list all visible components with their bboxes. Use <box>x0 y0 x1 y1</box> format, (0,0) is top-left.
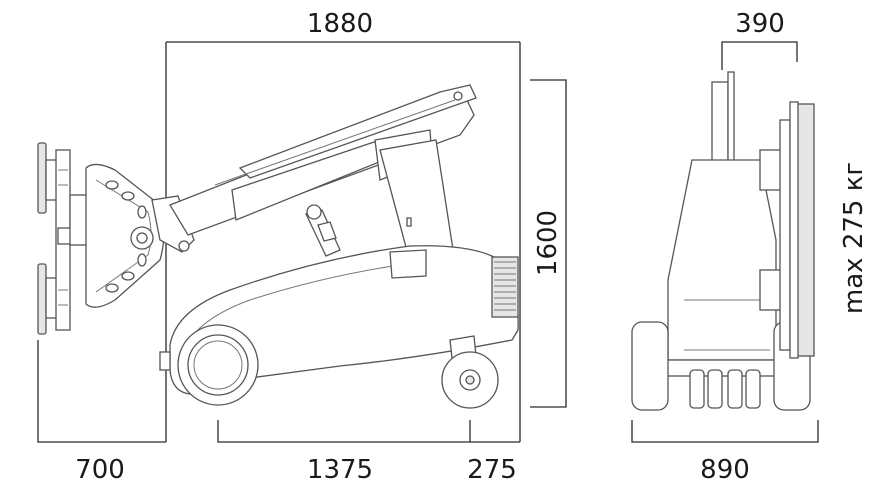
boom <box>169 84 477 236</box>
dim-track-width: 890 <box>700 455 750 485</box>
rear-caster <box>441 335 499 409</box>
dim-wheelbase: 1375 <box>307 455 373 485</box>
front-chassis <box>663 159 785 377</box>
dim-overall-length: 1880 <box>307 9 373 39</box>
dim-height: 1600 <box>533 210 563 276</box>
suction-cups <box>37 142 93 335</box>
side-view <box>37 84 519 409</box>
mast <box>379 139 455 263</box>
front-suction-frame <box>759 101 815 359</box>
dim-max-load: max 275 кг <box>839 162 869 314</box>
front-wheel <box>177 324 259 406</box>
front-view <box>631 71 815 411</box>
rotation-head <box>85 163 195 308</box>
dim-front-overhang: 700 <box>75 455 125 485</box>
lift-cylinder <box>305 204 341 257</box>
dim-head-width: 390 <box>735 9 785 39</box>
dim-rear-overhang: 275 <box>467 455 517 485</box>
dimension-lines <box>37 41 819 443</box>
